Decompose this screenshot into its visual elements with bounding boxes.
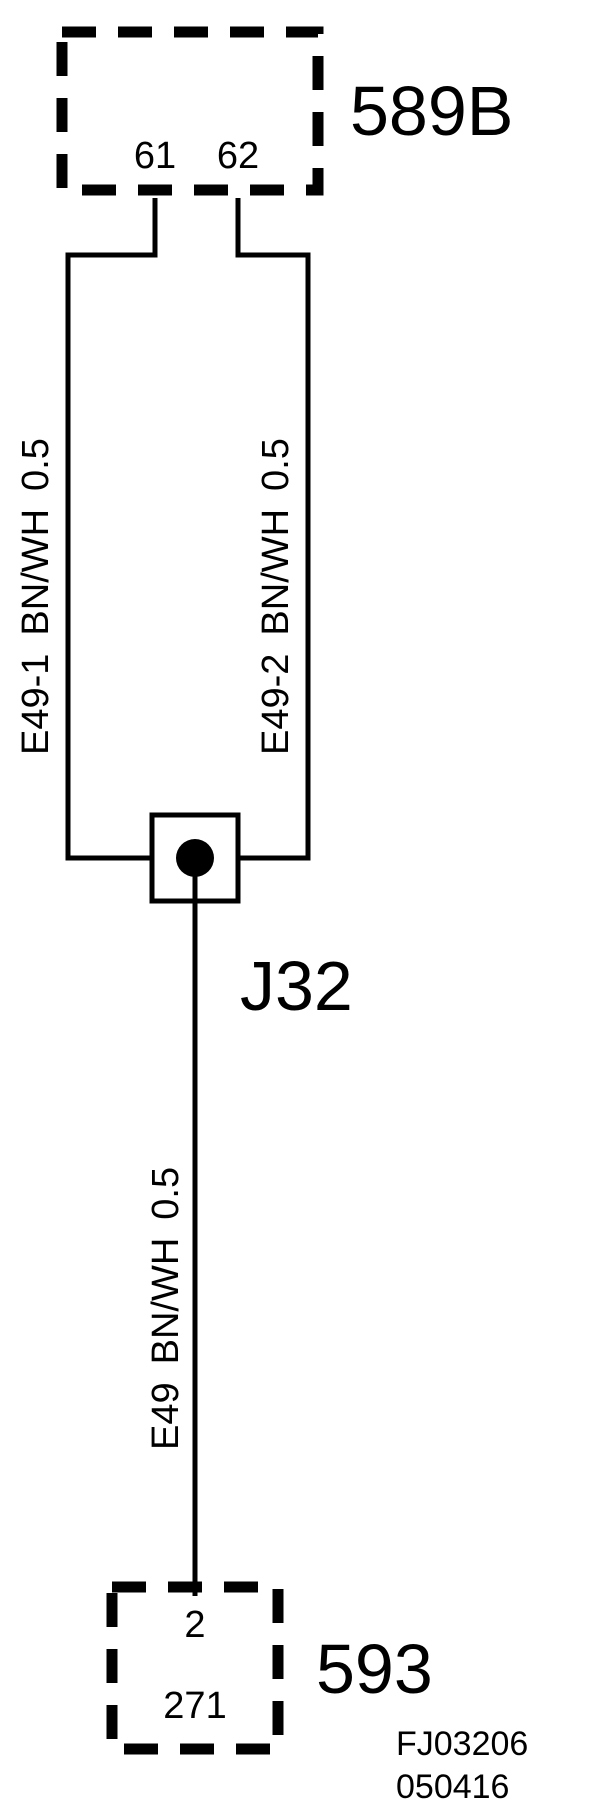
pin-61-label: 61	[134, 135, 176, 177]
splice-j32-label: J32	[240, 947, 353, 1025]
wire-e49-2-label: E49-2BN/WH0.5	[255, 438, 297, 755]
connector-593-box	[106, 1581, 284, 1755]
svg-text:E49BN/WH0.5: E49BN/WH0.5	[145, 1167, 187, 1450]
connector-589b-box	[56, 26, 324, 196]
connector-593-sub-label: 271	[163, 1685, 226, 1727]
svg-text:E49-2BN/WH0.5: E49-2BN/WH0.5	[255, 438, 297, 755]
connector-589b-label: 589B	[350, 72, 513, 150]
svg-text:E49-1BN/WH0.5: E49-1BN/WH0.5	[15, 438, 57, 755]
figure-date: 050416	[396, 1768, 509, 1806]
wire-e49-1	[65, 198, 158, 861]
wire-e49-2	[235, 198, 311, 861]
connector-593-label: 593	[316, 1630, 433, 1708]
wire-e49-1-label: E49-1BN/WH0.5	[15, 438, 57, 755]
figure-code: FJ03206	[396, 1725, 528, 1763]
pin-62-label: 62	[217, 135, 259, 177]
wire-e49-label: E49BN/WH0.5	[145, 1167, 187, 1450]
pin-2-label: 2	[184, 1604, 205, 1646]
